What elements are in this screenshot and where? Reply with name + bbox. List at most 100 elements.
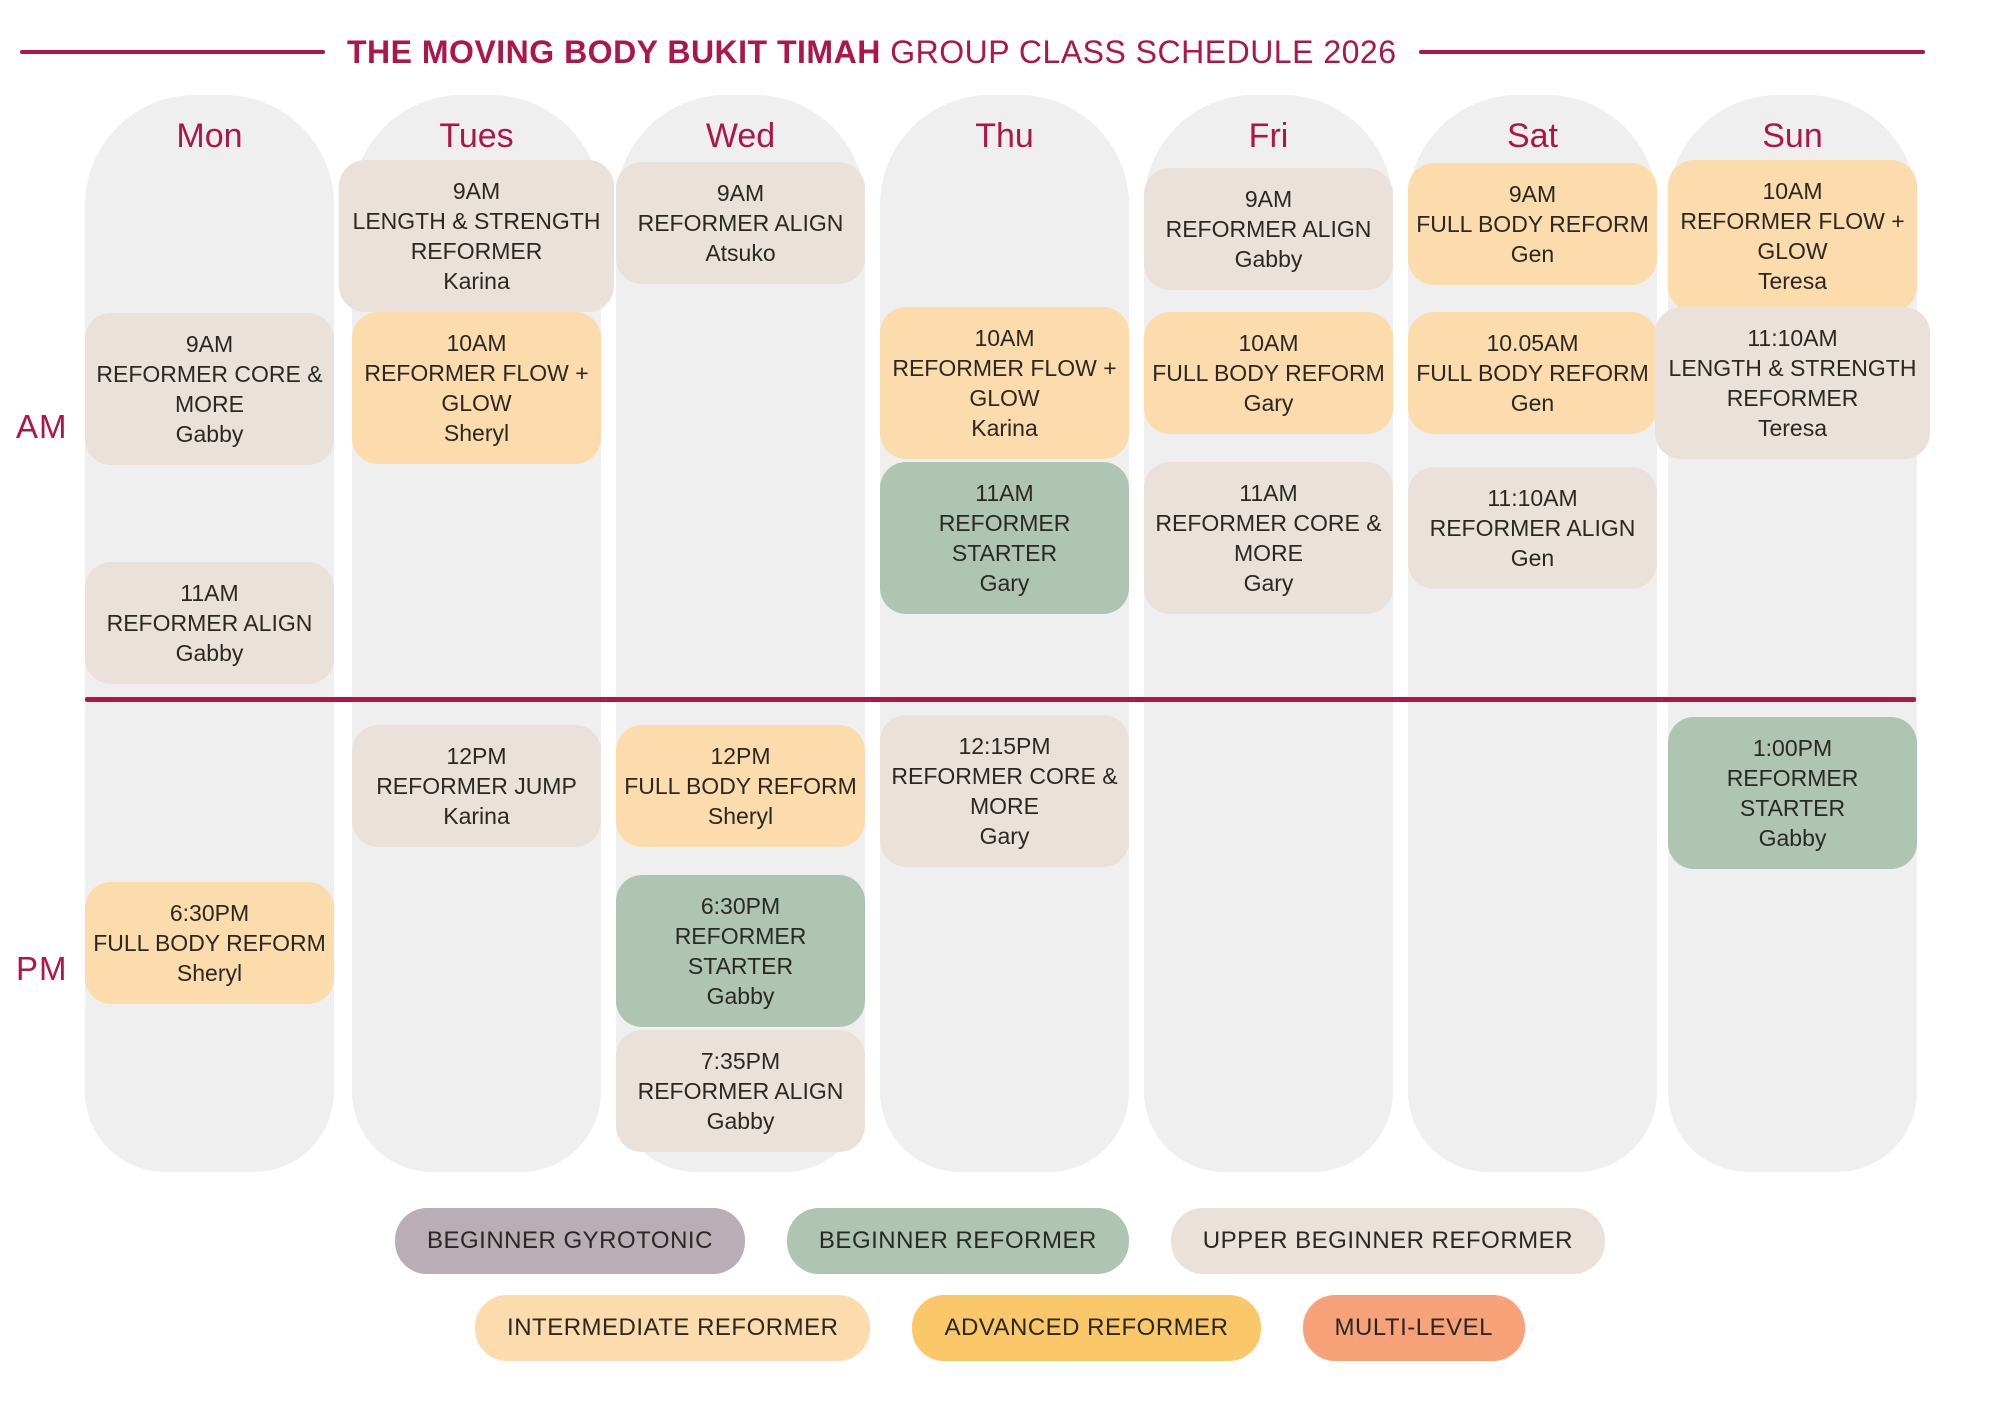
class-time: 10AM (446, 330, 507, 356)
class-card: 12:15PM REFORMER CORE & MORE Gary (880, 715, 1129, 867)
class-instructor: Karina (443, 268, 510, 294)
day-header-wed: Wed (705, 117, 776, 155)
legend-row-1: BEGINNER GYROTONIC BEGINNER REFORMER UPPER… (0, 1208, 2000, 1274)
class-time: 6:30PM (700, 893, 781, 919)
class-name: FULL BODY REFORM (624, 773, 857, 799)
class-instructor: Teresa (1757, 415, 1828, 441)
class-time: 11AM (1239, 480, 1298, 506)
class-time: 10AM (1238, 330, 1299, 356)
class-instructor: Gabby (1758, 825, 1827, 851)
day-header-thu: Thu (975, 117, 1034, 155)
class-time: 12PM (710, 743, 771, 769)
class-card: 9AM REFORMER ALIGN Atsuko (616, 162, 865, 284)
class-instructor: Gary (1243, 390, 1294, 416)
class-card: 10AM REFORMER FLOW + GLOW Sheryl (352, 312, 601, 464)
class-instructor: Karina (971, 415, 1038, 441)
class-instructor: Gen (1510, 390, 1555, 416)
class-name: REFORMER STARTER (674, 923, 807, 979)
class-instructor: Sheryl (176, 960, 243, 986)
class-instructor: Gabby (175, 421, 244, 447)
day-header-fri: Fri (1248, 117, 1289, 155)
class-instructor: Gen (1510, 241, 1555, 267)
class-instructor: Gary (979, 570, 1030, 596)
legend-row-1-inner: BEGINNER GYROTONIC BEGINNER REFORMER UPPER… (0, 1208, 2000, 1274)
class-time: 10AM (974, 325, 1035, 351)
class-card: 9AM REFORMER CORE & MORE Gabby (85, 313, 334, 465)
class-name: LENGTH & STRENGTH REFORMER (352, 208, 601, 264)
class-time: 10.05AM (1486, 330, 1579, 356)
class-instructor: Gabby (706, 1108, 775, 1134)
day-header-sat: Sat (1506, 117, 1559, 155)
class-instructor: Sheryl (443, 420, 510, 446)
class-card: 10.05AM FULL BODY REFORM Gen (1408, 312, 1657, 434)
page-title-studio: THE MOVING BODY BUKIT TIMAH (347, 33, 881, 70)
pm-section-label: PM (16, 950, 68, 987)
legend-pill-beginner-gyrotonic: BEGINNER GYROTONIC (394, 1208, 745, 1274)
legend-pill-upper-beginner-reformer: UPPER BEGINNER REFORMER (1170, 1208, 1605, 1274)
am-pm-divider (85, 697, 1916, 702)
class-name: REFORMER CORE & MORE (1155, 510, 1382, 566)
class-name: REFORMER STARTER (938, 510, 1071, 566)
legend-pill-beginner-reformer: BEGINNER REFORMER (786, 1208, 1129, 1274)
class-instructor: Teresa (1757, 268, 1828, 294)
class-time: 1:00PM (1752, 735, 1833, 761)
class-name: REFORMER FLOW + GLOW (364, 360, 589, 416)
page-title-subtitle: GROUP CLASS SCHEDULE 2026 (890, 33, 1397, 70)
class-name: REFORMER ALIGN (106, 610, 313, 636)
title-rule-left (20, 50, 325, 54)
day-header-sun: Sun (1762, 117, 1823, 155)
class-time: 11AM (975, 480, 1034, 506)
class-instructor: Atsuko (705, 240, 776, 266)
class-time: 12PM (446, 743, 507, 769)
class-name: FULL BODY REFORM (1152, 360, 1385, 386)
title-rule-right (1418, 50, 1925, 54)
class-time: 11:10AM (1747, 325, 1838, 351)
class-card: 9AM FULL BODY REFORM Gen (1408, 163, 1657, 285)
class-instructor: Gary (979, 823, 1030, 849)
legend-pill-multi-level: MULTI-LEVEL (1302, 1295, 1525, 1361)
class-time: 12:15PM (958, 733, 1051, 759)
class-card: 11AM REFORMER CORE & MORE Gary (1144, 462, 1393, 614)
class-name: FULL BODY REFORM (1416, 211, 1649, 237)
class-time: 9AM (185, 331, 234, 357)
class-time: 6:30PM (169, 900, 250, 926)
class-name: REFORMER CORE & MORE (96, 361, 323, 417)
class-name: REFORMER ALIGN (637, 210, 844, 236)
day-column-sat: Sat 9AM FULL BODY REFORM Gen 10.05AM FULL BOD… (1408, 95, 1657, 1172)
class-time: 9AM (716, 180, 765, 206)
class-name: REFORMER CORE & MORE (891, 763, 1118, 819)
class-name: FULL BODY REFORM (1416, 360, 1649, 386)
class-name: REFORMER FLOW + GLOW (1680, 208, 1905, 264)
class-name: REFORMER ALIGN (1429, 515, 1636, 541)
class-name: LENGTH & STRENGTH REFORMER (1668, 355, 1917, 411)
class-card: 10AM FULL BODY REFORM Gary (1144, 312, 1393, 434)
day-header-tues: Tues (439, 117, 514, 155)
day-column-wed: Wed 9AM REFORMER ALIGN Atsuko 12PM FULL BODY … (616, 95, 865, 1172)
day-column-mon: Mon 9AM REFORMER CORE & MORE Gabby 11AM REFOR… (85, 95, 334, 1172)
class-instructor: Gen (1510, 545, 1555, 571)
class-instructor: Gary (1243, 570, 1294, 596)
class-card: 11:10AM LENGTH & STRENGTH REFORMER Teresa (1655, 307, 1930, 459)
class-time: 9AM (1508, 181, 1557, 207)
day-header-mon: Mon (176, 117, 243, 155)
class-time: 11AM (180, 580, 239, 606)
class-instructor: Sheryl (707, 803, 774, 829)
page-title: THE MOVING BODY BUKIT TIMAH GROUP CLASS … (325, 34, 1419, 71)
